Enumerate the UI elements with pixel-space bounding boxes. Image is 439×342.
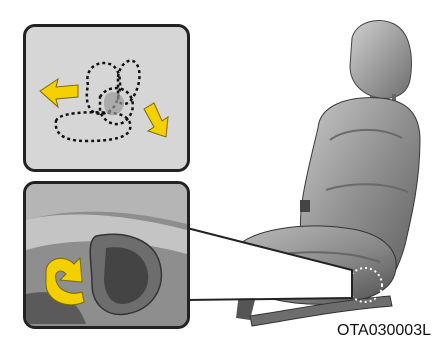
lever-closeup	[23, 181, 190, 329]
figure-code: OTA030003L	[337, 322, 431, 340]
seat-outline-icon	[56, 61, 140, 141]
left-arrow-icon	[40, 79, 78, 107]
down-right-arrow-icon	[144, 103, 168, 137]
seat-adjustment-diagram	[23, 24, 190, 172]
lever-photo-icon	[26, 184, 187, 326]
